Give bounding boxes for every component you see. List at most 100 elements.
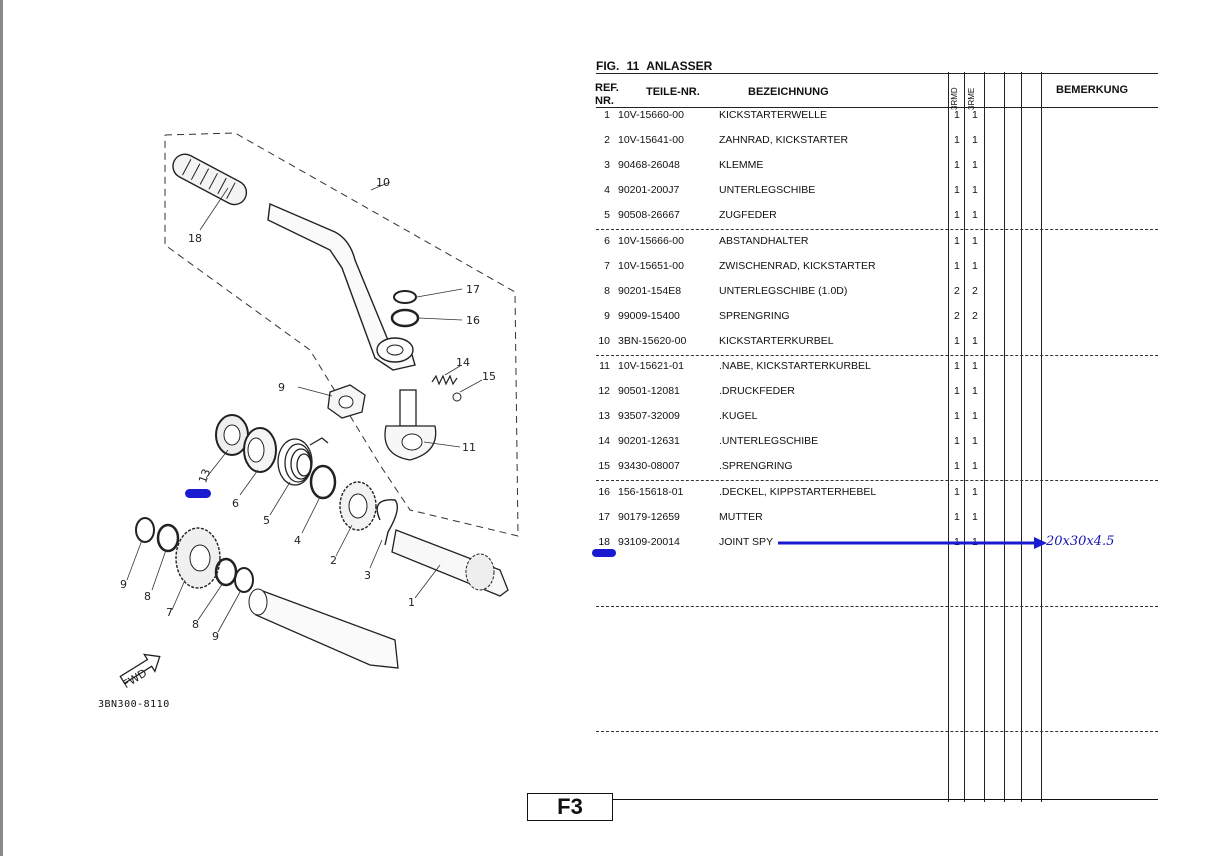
row-part-number: 93109-20014 — [618, 535, 680, 548]
washer-14 — [390, 308, 420, 328]
col-divider-5 — [1021, 72, 1022, 802]
group-separator-1 — [596, 229, 1158, 230]
washer-8a — [156, 523, 180, 553]
row-qty-model-1: 2 — [954, 309, 960, 322]
row-description: ZAHNRAD, KICKSTARTER — [719, 134, 849, 147]
row-part-number: 10V-15666-00 — [618, 234, 684, 247]
callout-5: 5 — [263, 514, 270, 527]
row-qty-model-2: 1 — [972, 209, 978, 222]
fwd-arrow-icon — [119, 653, 161, 685]
highlight-marker-row-18 — [592, 549, 616, 557]
figure-title: FIG. 11 ANLASSER — [596, 59, 713, 73]
row-part-number: 10V-15641-00 — [618, 134, 684, 147]
row-qty-model-1: 1 — [954, 134, 960, 147]
page-bottom-rule — [613, 799, 1158, 800]
row-qty-model-2: 1 — [972, 184, 978, 197]
row-description: .NABE, KICKSTARTERKURBEL — [719, 360, 871, 372]
row-ref: 4 — [604, 184, 610, 197]
row-ref: 5 — [604, 209, 610, 222]
row-ref: 15 — [598, 460, 610, 473]
row-description: UNTERLEGSCHIBE (1.0D) — [719, 284, 848, 297]
header-part-number: TEILE-NR. — [646, 86, 700, 98]
row-part-number: 90179-12659 — [618, 510, 680, 523]
row-part-number: 10V-15621-01 — [618, 360, 684, 372]
row-part-number: 93507-32009 — [618, 410, 680, 423]
row-qty-model-2: 1 — [972, 510, 978, 523]
row-qty-model-1: 2 — [954, 284, 960, 297]
kick-lever — [267, 202, 416, 371]
row-description: KICKSTARTERKURBEL — [719, 334, 834, 347]
clip-3 — [376, 499, 398, 546]
row-qty-model-1: 1 — [954, 159, 960, 172]
row-description: .SPRENGRING — [719, 460, 793, 473]
row-qty-model-1: 1 — [954, 510, 960, 523]
row-qty-model-1: 1 — [954, 410, 960, 423]
row-ref: 10 — [598, 334, 610, 347]
row-qty-model-1: 1 — [954, 334, 960, 347]
row-description: MUTTER — [719, 510, 763, 523]
callout-7: 7 — [166, 606, 173, 619]
table-top-rule — [596, 73, 1158, 74]
callout-11: 11 — [462, 441, 476, 454]
row-qty-model-1: 1 — [954, 460, 960, 473]
callout-8b: 8 — [192, 618, 199, 631]
group-separator-3 — [596, 480, 1158, 481]
diagram-svg: FWD 18 10 17 16 14 15 — [119, 132, 519, 691]
callout-9a: 9 — [120, 578, 127, 591]
group-separator-4 — [596, 606, 1158, 607]
row-ref: 9 — [604, 309, 610, 322]
header-model-2: 3RME — [967, 87, 976, 110]
row-qty-model-2: 1 — [972, 159, 978, 172]
parts-table: REF. NR. TEILE-NR. BEZEICHNUNG 3RMD 3RME… — [590, 72, 1160, 802]
row-part-number: 90468-26048 — [618, 159, 680, 172]
row-part-number: 90201-154E8 — [618, 284, 682, 297]
col-divider-4 — [1004, 72, 1005, 802]
row-description: .DECKEL, KIPPSTARTERHEBEL — [719, 485, 877, 498]
callout-2: 2 — [330, 554, 337, 567]
row-part-number: 90508-26667 — [618, 209, 680, 222]
row-ref: 12 — [598, 385, 610, 398]
row-ref: 11 — [599, 360, 610, 372]
row-part-number: 90201-200J7 — [618, 184, 680, 197]
col-divider-3 — [984, 72, 985, 802]
row-qty-model-2: 2 — [972, 284, 978, 297]
row-ref: 2 — [604, 134, 610, 147]
lever-grip — [172, 153, 248, 206]
exploded-parts-diagram: FWD 18 10 17 16 14 15 — [80, 120, 530, 720]
row-ref: 3 — [604, 159, 610, 172]
row-ref: 8 — [604, 284, 610, 297]
row-qty-model-1: 1 — [954, 109, 960, 121]
callout-18: 13 — [196, 467, 213, 485]
spring-12 — [431, 374, 458, 386]
row-description: JOINT SPY — [719, 535, 774, 548]
row-description: KICKSTARTERWELLE — [719, 109, 827, 121]
row-qty-model-2: 1 — [972, 360, 978, 372]
row-qty-model-2: 1 — [972, 334, 978, 347]
row-part-number: 90201-12631 — [618, 435, 680, 448]
hub-11 — [399, 389, 417, 427]
header-bottom-rule — [596, 107, 1158, 108]
row-part-number: 156-15618-01 — [618, 485, 684, 498]
washer-8b — [214, 557, 238, 587]
row-qty-model-2: 1 — [972, 234, 978, 247]
row-qty-model-1: 1 — [954, 485, 960, 498]
row-qty-model-1: 1 — [954, 435, 960, 448]
row-qty-model-2: 1 — [972, 134, 978, 147]
row-description: .UNTERLEGSCHIBE — [719, 435, 819, 448]
row-description: ZUGFEDER — [719, 209, 777, 222]
row-qty-model-2: 1 — [972, 485, 978, 498]
callout-8a: 8 — [144, 590, 151, 603]
callout-9b: 9 — [212, 630, 219, 643]
row-part-number: 10V-15651-00 — [618, 259, 684, 272]
